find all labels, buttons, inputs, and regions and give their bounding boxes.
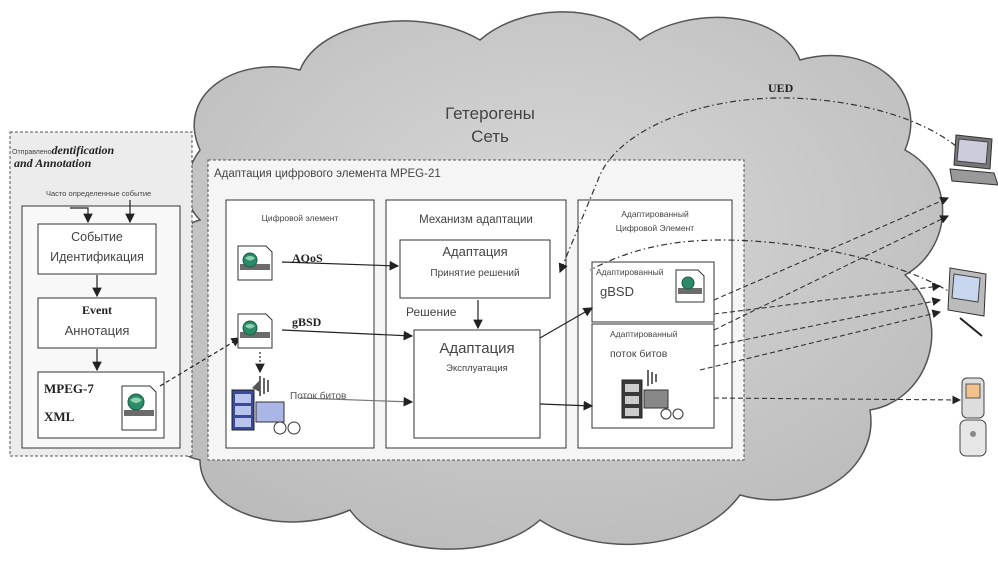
adapted-gbsd-line2: gBSD <box>600 284 634 299</box>
stream-to-laptop <box>713 215 949 331</box>
frequent-events-label: Часто определенные событие <box>46 189 152 198</box>
cloud-title-line2: Сеть <box>471 127 509 146</box>
adaptation-exploitation-box <box>413 329 541 439</box>
event-annotation-box <box>37 297 157 349</box>
arrow-aqos-to-decision <box>281 260 400 271</box>
arrow-stream-to-exploitation <box>299 396 414 407</box>
ued-from-pda <box>589 239 956 296</box>
adaptation-exploitation-line1: Адаптация <box>439 340 515 357</box>
bitstream-label: Поток битов <box>290 391 347 402</box>
document-icon <box>675 269 705 303</box>
identification-title: Отправленоdentification <box>12 141 114 159</box>
flow-arrows <box>281 260 594 411</box>
adapted-bitstream-line1: Адаптированный <box>610 329 678 339</box>
media-bitstream-icon <box>231 376 301 435</box>
ued-label: UED <box>768 81 794 95</box>
arrow-xml-to-gbsd <box>159 337 242 387</box>
pda-icon <box>947 267 987 337</box>
arrow-exploitation-to-gbsd <box>539 307 594 339</box>
event-identification-line1: Событие <box>71 230 123 244</box>
adapted-bitstream-box <box>591 323 715 429</box>
arrow-gbsd-to-exploitation <box>281 329 414 341</box>
mpeg21-title: Адаптация цифрового элемента MPEG-21 <box>214 168 441 180</box>
left-panel-arrows <box>70 200 135 372</box>
adapted-bitstream-line2: поток битов <box>610 348 668 360</box>
stream-to-pda <box>713 297 942 347</box>
event-annotation-line1: Event <box>82 303 112 317</box>
decision-label: Решение <box>406 305 457 319</box>
adapted-gbsd-line1: Адаптированный <box>596 267 664 277</box>
annotation-title: and Annotation <box>14 156 92 170</box>
adapted-item-title-line2: Цифровой Элемент <box>615 223 695 233</box>
stream-to-phone <box>713 395 962 405</box>
adapted-item-title-line1: Адаптированный <box>621 209 689 219</box>
cloud-title-line1: Гетерогены <box>445 104 535 123</box>
adaptation-engine-title: Механизм адаптации <box>419 214 533 226</box>
ued-from-laptop <box>558 97 976 274</box>
aqos-label: AQoS <box>292 251 323 265</box>
adaptation-decision-box <box>399 239 551 299</box>
gbsd-to-laptop <box>713 197 950 301</box>
event-annotation-line2: Аннотация <box>64 323 130 338</box>
identification-title-prefix: Отправлено <box>12 149 52 156</box>
media-bitstream-icon <box>621 370 684 420</box>
adaptation-decision-line1: Адаптация <box>442 244 508 259</box>
adaptation-decision-line2: Принятие решений <box>430 268 520 279</box>
document-icon <box>237 313 273 349</box>
mobile-phone-icon <box>959 377 987 457</box>
xml-label: XML <box>44 409 75 424</box>
ued-arrows <box>558 97 976 296</box>
arrow-exploitation-to-stream <box>539 400 594 411</box>
digital-item-title: Цифровой элемент <box>261 213 339 223</box>
delivery-arrows <box>699 197 962 405</box>
gbsd-to-pda <box>713 282 942 315</box>
stream-to-pda-2 <box>699 309 942 371</box>
document-icon <box>237 245 273 281</box>
adaptation-exploitation-line2: Эксплуатация <box>446 363 508 374</box>
identification-title-italic: dentification <box>51 143 115 157</box>
arrow-to-identification <box>70 207 93 224</box>
gbsd-label: gBSD <box>292 315 322 329</box>
laptop-icon <box>949 134 998 186</box>
event-identification-line2: Идентификация <box>50 250 144 264</box>
document-icon <box>121 385 157 431</box>
event-identification-box <box>37 223 157 275</box>
mpeg7-label: MPEG-7 <box>44 381 94 396</box>
